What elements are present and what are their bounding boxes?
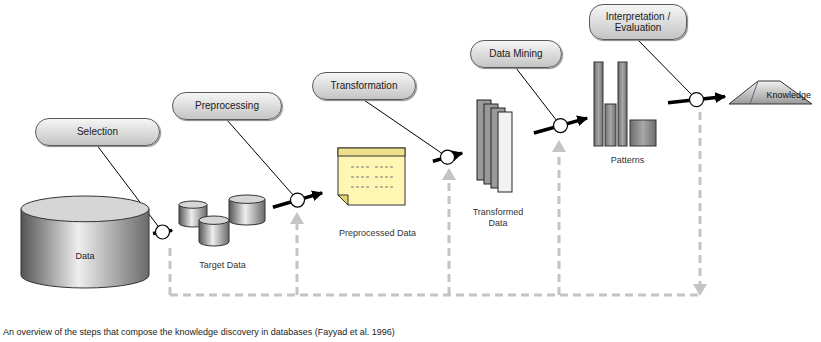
node-label: Patterns: [611, 155, 645, 165]
node-label: Transformed Data: [465, 207, 531, 228]
flow-arrow: [534, 118, 587, 133]
step-label: Selection: [35, 118, 160, 146]
knowledge-pyramid: Knowledge: [728, 78, 813, 106]
node-label: Target Data: [199, 260, 246, 270]
step-label: Data Mining: [470, 40, 562, 68]
flow-arrow: [273, 193, 322, 207]
step-name: Preprocessing: [195, 100, 259, 112]
node-label: Preprocessed Data: [339, 228, 416, 238]
step-label: Preprocessing: [172, 92, 282, 120]
leader-line: [227, 120, 293, 195]
figure-caption: An overview of the steps that compose th…: [3, 327, 395, 337]
leader-line: [638, 40, 692, 95]
database-cylinder-art: [20, 195, 150, 290]
step-label: Interpretation / Evaluation: [589, 4, 687, 40]
preprocessed-document-art: [325, 145, 430, 240]
target-data-cylinders: Target Data: [175, 192, 270, 272]
step-circle: [441, 150, 455, 164]
step-circle: [690, 93, 704, 107]
step-name: Selection: [77, 126, 118, 138]
transformed-pages: Transformed Data: [465, 98, 531, 230]
database-cylinder: Data: [20, 195, 150, 290]
leader-line: [364, 100, 442, 153]
preprocessed-document: Preprocessed Data: [325, 145, 430, 240]
step-name: Interpretation / Evaluation: [598, 11, 678, 34]
step-circle: [156, 225, 170, 239]
node-label: Data: [75, 251, 94, 261]
step-circle: [554, 119, 568, 133]
step-name: Transformation: [331, 80, 398, 92]
step-name: Data Mining: [489, 48, 542, 60]
step-label: Transformation: [312, 72, 416, 100]
pattern-bars: Patterns: [590, 62, 665, 167]
step-circle: [291, 193, 305, 207]
pattern-bars-art: [590, 62, 665, 167]
leader-line: [516, 68, 556, 120]
node-label: Knowledge: [766, 90, 811, 100]
